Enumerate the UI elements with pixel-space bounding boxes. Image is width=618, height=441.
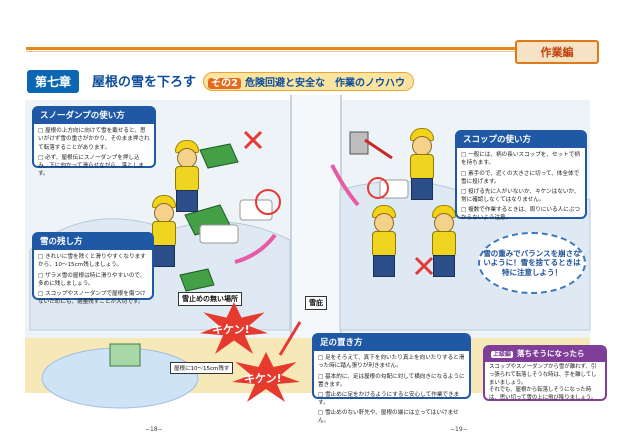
arrow-icon: [234, 233, 277, 264]
list-item: 複数で作業するときは、周りにいる人にぶつからないよう注意。: [461, 206, 581, 222]
list-item: 投げる先に人がいないか、キケンはないか、常に確認しなくてはなりません。: [461, 188, 581, 204]
arrow-icon: [278, 321, 302, 356]
page-number-right: −19−: [450, 426, 468, 433]
warning-text: キケン!: [212, 323, 250, 336]
snow-dump-icon: [199, 143, 239, 169]
list-item: 必ず、屋根伝にスノーダンプを押し込み、下に向かって滑らせながら、落とします。: [38, 154, 150, 178]
list-item: ザラメ雪の屋根は特に滑りやすいので、多めに残しましょう。: [38, 272, 148, 288]
shovel-icon: [349, 131, 369, 155]
leave-snow-title: 雪の残し方: [34, 234, 152, 251]
list-item: 足をそろえて、真下を向いたり真上を向いたりすると滑った時に踏ん張りが利きません。: [318, 354, 465, 370]
list-item: 基本的に、足は屋根の勾配に対して横向きになるように置きます。: [318, 373, 465, 389]
advanced-title-text: 落ちそうになったら: [517, 349, 585, 358]
list-item: スコップやスノーダンプで屋根を傷つけないためにも、適量残すことが大切です。: [38, 290, 148, 306]
list-item: きれいに雪を除くと滑りやすくなりますから、10〜15cm残しましょう。: [38, 253, 148, 269]
advanced-box: 上級編落ちそうになったら スコップやスノーダンプから雪が離れず、引っ張られて転落…: [483, 345, 607, 401]
x-mark-icon: [243, 130, 263, 150]
balance-warning: 雪の重みでバランスを崩さないように！雪を捨てるときは特に注意しよう！: [478, 232, 586, 294]
list-item: 素手ので、近くの大きさに切って、体全体で雪に投げます。: [461, 170, 581, 186]
advanced-title: 上級編落ちそうになったら: [485, 347, 605, 362]
header-rule: [26, 47, 586, 50]
arrow-icon: [330, 164, 360, 207]
list-item: 雪止めに足をかけるようにすると安心して作業できます。: [318, 391, 465, 407]
list-item: 雪止めのない軒先や、屋根の端には立ってはいけません。: [318, 409, 465, 425]
foot-placement-title: 足の置き方: [314, 335, 469, 352]
warning-text: キケン!: [244, 372, 282, 385]
shovel-box: スコップの使い方 一般には、柄の長いスコップを、セットで柄を持ちます。 素手ので…: [455, 130, 587, 222]
x-mark-icon: [414, 256, 434, 276]
list-item: スコップやスノーダンプから雪が離れず、引っ張られて転落しそうな時は、手を離してし…: [489, 363, 597, 386]
foot-placement-box: 足の置き方 足をそろえて、真下を向いたり真上を向いたりすると滑った時に踏ん張りが…: [312, 333, 471, 424]
leave-snow-box: 雪の残し方 きれいに雪を除くと滑りやすくなりますから、10〜15cm残しましょう…: [32, 232, 154, 305]
page-title: 屋根の雪を下ろす: [92, 75, 197, 90]
no-stopper-label: 雪止めの無い場所: [178, 292, 242, 306]
header-rule-thin: [26, 51, 586, 52]
circle-mark-icon: [367, 177, 389, 199]
page-number-left: −18−: [145, 426, 163, 433]
section-tag: 作業編: [515, 40, 599, 64]
list-item: 屋根の上方向に向けて雪を載せると、思いがけず雪の重さがかかり、そのまま押されて転…: [38, 127, 150, 151]
snow-dump-box: スノーダンプの使い方 屋根の上方向に向けて雪を載せると、思いがけず雪の重さがかか…: [32, 106, 156, 177]
list-item: それでも、屋根から転落しそうになった時は、思い切って雪の上に飛び降りましょう。: [489, 387, 597, 402]
stopper-label: 雪庇: [305, 296, 327, 310]
subtitle-number: その2: [208, 78, 241, 89]
chapter-label: 第七章: [27, 70, 80, 93]
remain-label: 屋根に10〜15cm残す: [170, 362, 234, 374]
snow-dump-title: スノーダンプの使い方: [34, 108, 154, 125]
snow-dump-icon: [179, 268, 215, 292]
subtitle-text: 危険回避と安全な 作業のノウハウ: [244, 78, 405, 89]
shovel-title: スコップの使い方: [457, 132, 585, 149]
circle-mark-icon: [255, 189, 281, 215]
list-item: 一般には、柄の長いスコップを、セットで柄を持ちます。: [461, 151, 581, 167]
advanced-badge: 上級編: [491, 351, 514, 358]
